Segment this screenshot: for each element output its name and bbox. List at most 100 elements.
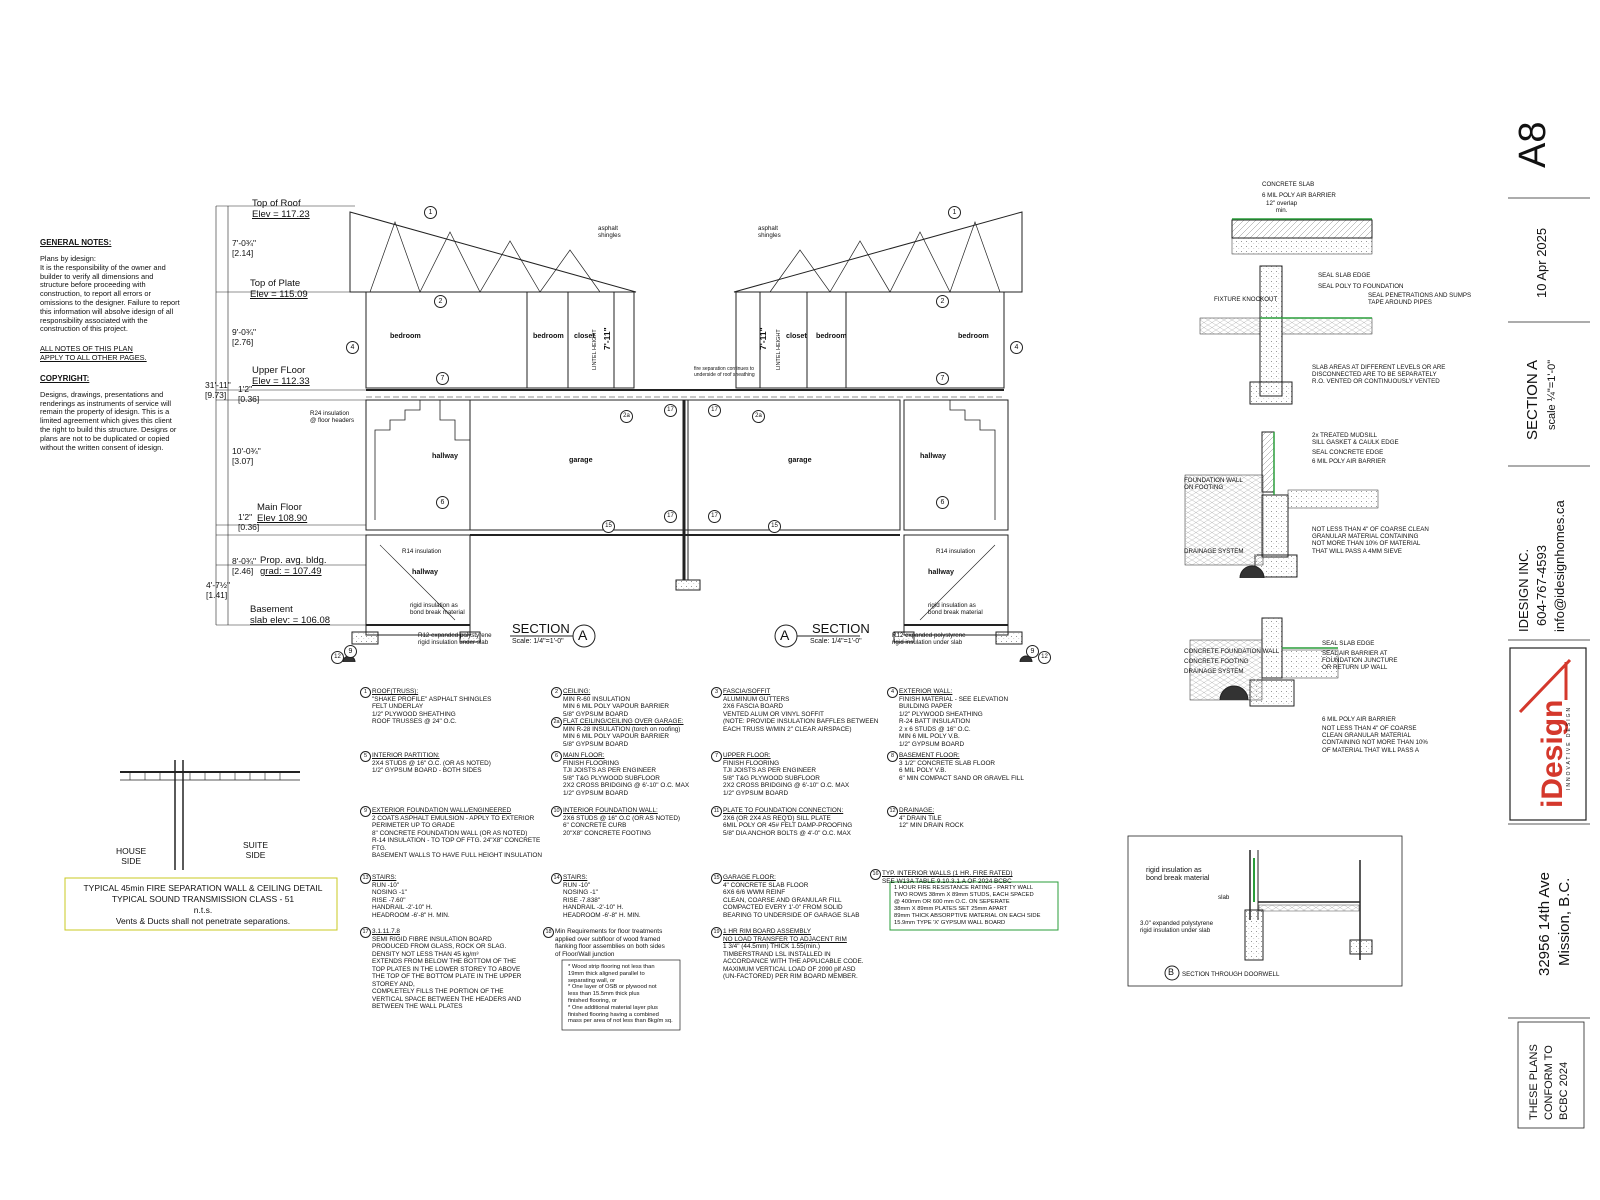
copyright-body: Designs, drawings, presentations and ren… (40, 389, 177, 452)
note-title: 1 HR RIM BOARD ASSEMBLY NO LOAD TRANSFER… (723, 928, 847, 943)
note-title: INTERIOR FOUNDATION WALL: (563, 807, 658, 814)
suite-side-label: SUITE SIDE (243, 840, 269, 860)
note-body: FINISH FLOORING TJI JOISTS AS PER ENGINE… (563, 759, 690, 797)
label-r14-left: R14 insulation (402, 548, 442, 555)
note-callout: 2a (551, 717, 562, 728)
general-notes-heading: GENERAL NOTES: (40, 238, 112, 247)
note-title: GARAGE FLOOR: (723, 874, 776, 881)
note-title: BASEMENT FLOOR: (899, 752, 960, 759)
det-fixture: FIXTURE KNOCKOUT (1214, 296, 1278, 303)
house-side-label: HOUSE SIDE (116, 846, 147, 866)
note-16-box: 1 HOUR FIRE RESISTANCE RATING - PARTY WA… (894, 885, 1041, 926)
room-bedroom-left: bedroom (390, 331, 421, 340)
dim-roof: 7'-0¾"[2.14] (232, 238, 257, 258)
note-callout: 12 (887, 806, 898, 817)
note-callout: 5 (360, 751, 371, 762)
company-phone: 604-767-4593 (1534, 545, 1549, 626)
note-18-box: * Wood strip flooring not less than 19mm… (568, 964, 673, 1025)
det-poly2: 6 MIL POLY AIR BARRIER (1312, 458, 1386, 465)
section-label-right: SECTION (812, 621, 870, 636)
callout-17-d: 17 (708, 510, 721, 523)
note-body: RUN -10" NOSING -1" RISE -7.60" HANDRAIL… (372, 881, 450, 919)
callout-2-left: 2 (434, 295, 447, 308)
note-body: 4" CONCRETE SLAB FLOOR 6X6 6/6 WWM REINF… (723, 881, 860, 919)
label-asphalt-right: asphalt shingles (758, 225, 781, 240)
note-body: ALUMINUM GUTTERS 2X6 FASCIA BOARD VENTED… (723, 695, 879, 733)
label-r12-left: R12 expanded polystyrene rigid insulatio… (418, 632, 492, 647)
note-title: STAIRS: (372, 874, 397, 881)
level-prop-grade: Prop. avg. bldg.grad: = 107.49 (260, 555, 327, 577)
room-hallway-right: hallway (920, 451, 946, 460)
note-body: MIN R-28 INSULATION (torch on roofing) M… (563, 725, 681, 748)
callout-15-right: 15 (768, 520, 781, 533)
note-body: RUN -10" NOSING -1" RISE -7.838" HANDRAI… (563, 881, 641, 919)
room-bedroom-left2: bedroom (533, 331, 564, 340)
callout-1-left: 1 (424, 206, 437, 219)
dim-below-grade: 4'-7½"[1.41] (206, 580, 231, 600)
note-body: 3 1/2" CONCRETE SLAB FLOOR 6 MIL POLY V.… (899, 759, 1024, 782)
section-title: SECTION A (1524, 359, 1541, 440)
note-callout: 2 (551, 687, 562, 698)
dim-floor2: 1'2"[0.36] (238, 512, 260, 532)
note-callout: 13 (360, 873, 371, 884)
section-letter-left: A (578, 627, 588, 643)
det-drainage2: DRAINAGE SYSTEM (1184, 668, 1244, 675)
company-email: info@idesignhomes.ca (1552, 500, 1567, 632)
all-notes-apply: ALL NOTES OF THIS PLAN APPLY TO ALL OTHE… (40, 344, 147, 362)
det-seal-pen: SEAL PENETRATIONS AND SUMPS TAPE AROUND … (1368, 292, 1472, 307)
det-footing: CONCRETE FOOTING (1184, 658, 1249, 665)
label-rigid-right: rigid insulation as bond break material (928, 602, 983, 617)
label-r14-right: R14 insulation (936, 548, 976, 555)
detb-rigid: rigid insulation as bond break material (1146, 865, 1210, 883)
note-title: PLATE TO FOUNDATION CONNECTION: (723, 807, 844, 814)
note-title: EXTERIOR FOUNDATION WALL/ENGINEERED (372, 807, 512, 814)
company-logo: iDesign (1536, 699, 1569, 808)
note-body: 2 COATS ASPHALT EMULSION - APPLY TO EXTE… (372, 814, 542, 860)
note-callout: 4 (887, 687, 898, 698)
det-seal-slab-edge2: SEAL SLAB EDGE (1322, 640, 1375, 647)
note-callout: 15 (711, 873, 722, 884)
callout-17-a: 17 (664, 404, 677, 417)
label-rigid-left: rigid insulation as bond break material (410, 602, 465, 617)
note-body: MIN R-60 INSULATION MIN 6 MIL POLY VAPOU… (563, 695, 669, 718)
note-callout: 8 (887, 751, 898, 762)
det-gravel2: NOT LESS THAN 4" OF COARSE CLEAN GRANULA… (1322, 725, 1428, 754)
address-line1: 32956 14th Ave (1536, 872, 1553, 976)
note-callout: 1 (360, 687, 371, 698)
callout-6-left: 6 (436, 496, 449, 509)
callout-4-left: 4 (346, 341, 359, 354)
det-mudsill: 2x TREATED MUDSILL SILL GASKET & CAULK E… (1312, 432, 1399, 447)
conform-line3: BCBC 2024 (1558, 1061, 1570, 1120)
callout-2a-left: 2a (620, 410, 633, 423)
note-body: "SHAKE PROFILE" ASPHALT SHINGLES FELT UN… (372, 695, 492, 726)
conform-line1: THESE PLANS (1528, 1044, 1540, 1120)
note-title: EXTERIOR WALL: (899, 688, 953, 695)
note-body: SEMI RIGID FIBRE INSULATION BOARD PRODUC… (372, 935, 522, 1011)
note-body: FINISH FLOORING TJI JOISTS AS PER ENGINE… (723, 759, 850, 797)
note-callout: 3 (711, 687, 722, 698)
fire-detail-caption: TYPICAL 45min FIRE SEPARATION WALL & CEI… (83, 883, 323, 926)
section-letter-right: A (780, 627, 790, 643)
room-hallway-left: hallway (432, 451, 458, 460)
lintel-label-right: LINTEL HEIGHT (776, 329, 782, 370)
label-fire-sep: fire separation continues to underside o… (694, 366, 755, 378)
note-body: SEE W13A TABLE 9.10.3.1.A OF 2024 BCBC (882, 877, 1012, 885)
callout-6-right: 6 (936, 496, 949, 509)
note-callout: 19 (711, 927, 722, 938)
general-notes: GENERAL NOTES: Plans by idesign: It is t… (40, 238, 215, 452)
callout-12-right: 12 (1038, 651, 1051, 664)
det-air-barrier: SEAL AIR BARRIER AT FOUNDATION JUNCTURE … (1322, 650, 1398, 672)
